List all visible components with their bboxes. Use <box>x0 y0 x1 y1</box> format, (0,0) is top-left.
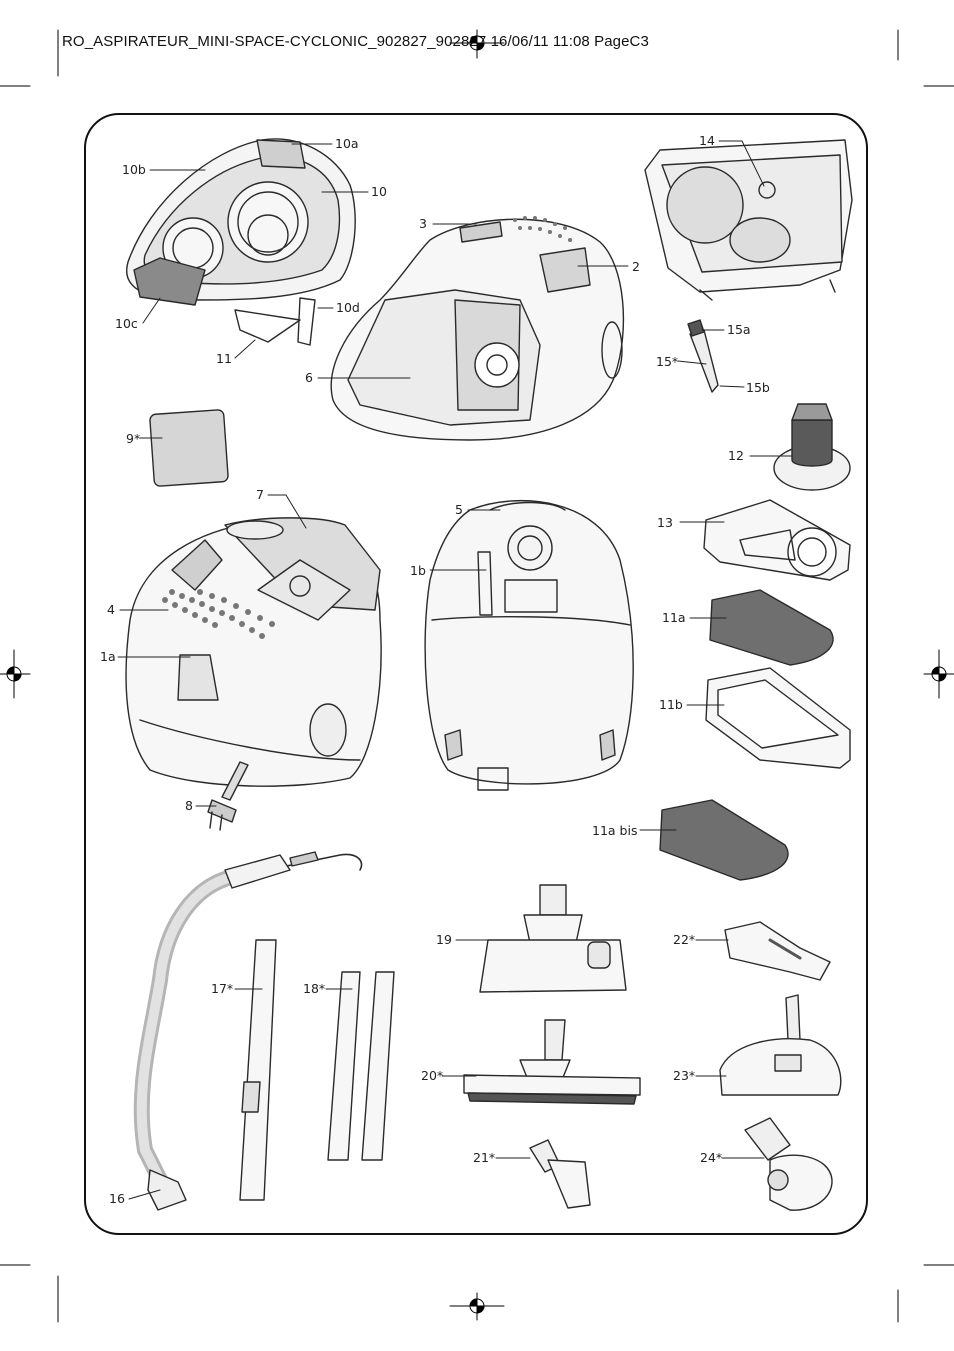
telescopic-tube-drawing <box>239 939 277 1201</box>
turbo-brush-drawing <box>719 994 842 1096</box>
label-21: 21* <box>473 1150 496 1165</box>
label-11a: 11a <box>662 610 686 625</box>
label-2: 2 <box>632 259 640 274</box>
label-8: 8 <box>185 798 193 813</box>
cone-filter-drawing <box>773 403 851 491</box>
label-10b: 10b <box>122 162 146 177</box>
label-4: 4 <box>107 602 115 617</box>
container-tray-drawing <box>644 139 853 301</box>
parquet-brush-drawing <box>463 1019 641 1105</box>
brush-drawing <box>687 319 719 393</box>
closed-vacuum-drawing <box>125 517 382 831</box>
label-17: 17* <box>211 981 234 996</box>
motor-filter-grid-drawing <box>703 499 851 581</box>
label-1a: 1a <box>100 649 116 664</box>
label-11a-bis: 11a bis <box>592 823 638 838</box>
label-9: 9* <box>126 431 141 446</box>
crop-marks <box>0 29 954 1323</box>
label-19: 19 <box>436 932 452 947</box>
registration-mark-left <box>0 649 31 699</box>
open-vacuum-body-drawing <box>330 216 625 441</box>
filter-frame-drawing <box>705 667 851 769</box>
page-frame <box>84 113 868 1235</box>
upholstery-nozzle-drawing <box>529 1139 591 1209</box>
dusting-brush-drawing <box>724 921 831 981</box>
label-14: 14 <box>699 133 715 148</box>
label-18: 18* <box>303 981 326 996</box>
label-10d: 10d <box>336 300 360 315</box>
vacuum-back-drawing <box>424 500 634 791</box>
label-11: 11 <box>216 351 232 366</box>
label-13: 13 <box>657 515 673 530</box>
label-6: 6 <box>305 370 313 385</box>
print-header: RO_ASPIRATEUR_MINI-SPACE-CYCLONIC_902827… <box>62 33 649 50</box>
label-5: 5 <box>455 502 463 517</box>
cyclone-container-drawing <box>126 138 356 346</box>
label-1b: 1b <box>410 563 426 578</box>
label-22: 22* <box>673 932 696 947</box>
label-16: 16 <box>109 1191 125 1206</box>
label-20: 20* <box>421 1068 444 1083</box>
filter-pad-11a-bis-drawing <box>659 799 789 881</box>
registration-mark-top <box>449 29 505 59</box>
filter-pad-11a-drawing <box>709 589 834 666</box>
label-3: 3 <box>419 216 427 231</box>
floor-nozzle-drawing <box>479 884 627 993</box>
registration-mark-right <box>923 649 954 699</box>
label-7: 7 <box>256 487 264 502</box>
label-10: 10 <box>371 184 387 199</box>
extension-tubes-drawing <box>327 971 395 1161</box>
label-24: 24* <box>700 1150 723 1165</box>
foam-filter-drawing <box>149 409 229 487</box>
label-15: 15* <box>656 354 679 369</box>
label-10c: 10c <box>115 316 138 331</box>
mini-turbo-brush-drawing <box>744 1117 833 1211</box>
hose-drawing <box>133 851 363 1211</box>
label-10a: 10a <box>335 136 359 151</box>
label-11b: 11b <box>659 697 683 712</box>
label-15b: 15b <box>746 380 770 395</box>
label-23: 23* <box>673 1068 696 1083</box>
label-15a: 15a <box>727 322 751 337</box>
leader-lines <box>117 140 793 1200</box>
label-12: 12 <box>728 448 744 463</box>
registration-mark-bottom <box>449 1292 505 1321</box>
